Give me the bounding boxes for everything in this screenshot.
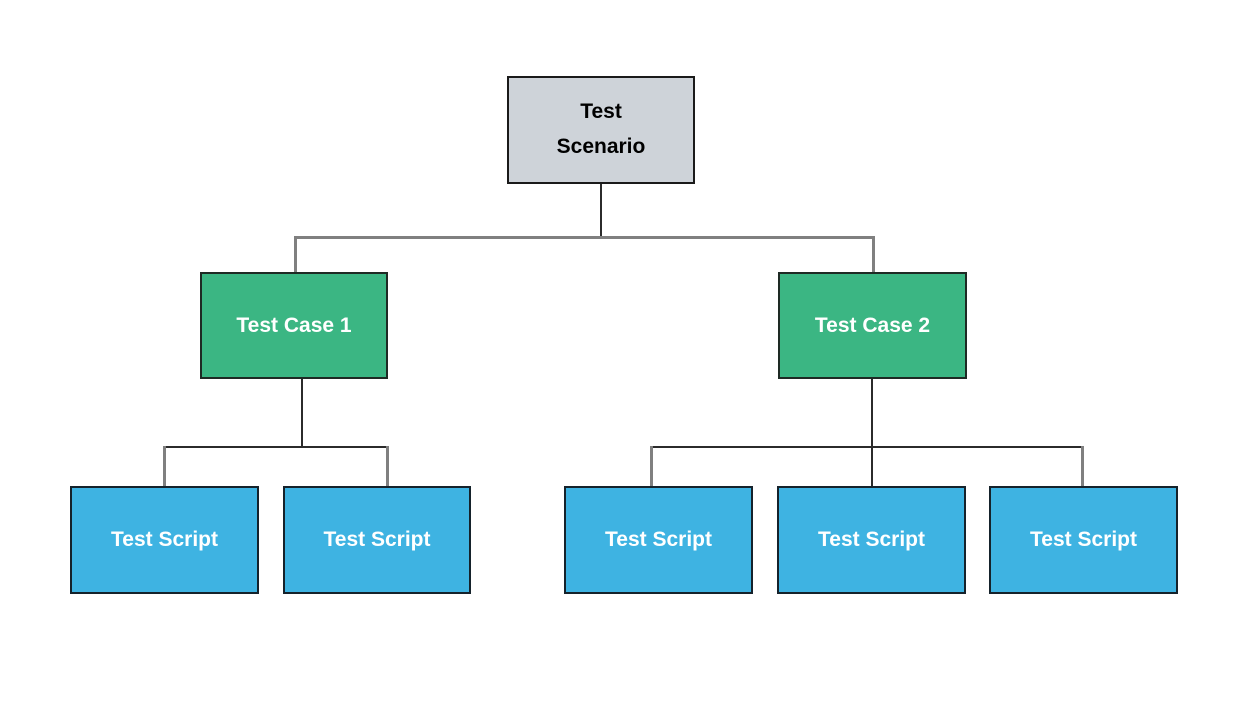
connector-root-stem (600, 184, 602, 238)
connector-root-to-case-1 (294, 236, 297, 273)
node-test-script-3-label: Test Script (605, 528, 712, 551)
connector-case-1-to-script-2 (386, 446, 389, 487)
node-test-scenario[interactable]: Test Scenario (507, 76, 695, 184)
connector-case-2-to-script-3 (1081, 446, 1084, 487)
connector-case-1-bus (164, 446, 388, 448)
connector-case-2-stem (871, 379, 873, 487)
node-test-case-1[interactable]: Test Case 1 (200, 272, 388, 379)
node-test-case-2[interactable]: Test Case 2 (778, 272, 967, 379)
connector-case-2-bus (651, 446, 1083, 448)
node-test-script-3[interactable]: Test Script (564, 486, 753, 594)
connector-root-bus (294, 236, 875, 239)
node-test-script-5[interactable]: Test Script (989, 486, 1178, 594)
connector-case-1-to-script-1 (163, 446, 166, 487)
node-test-script-2[interactable]: Test Script (283, 486, 471, 594)
node-test-script-5-label: Test Script (1030, 528, 1137, 551)
node-test-script-1[interactable]: Test Script (70, 486, 259, 594)
node-test-script-4[interactable]: Test Script (777, 486, 966, 594)
node-test-scenario-label-line2: Scenario (556, 135, 646, 158)
connector-case-2-to-script-1 (650, 446, 653, 487)
connector-root-to-case-2 (872, 236, 875, 273)
node-test-case-2-label: Test Case 2 (814, 313, 931, 337)
node-test-script-4-label: Test Script (818, 528, 925, 551)
node-test-case-1-label: Test Case 1 (236, 313, 352, 337)
node-test-script-2-label: Test Script (323, 528, 431, 551)
node-test-scenario-label-line1: Test (580, 100, 622, 124)
node-test-script-1-label: Test Script (111, 528, 218, 551)
node-test-scenario-label: Test Scenario (557, 95, 646, 164)
connector-case-1-stem (301, 379, 303, 447)
